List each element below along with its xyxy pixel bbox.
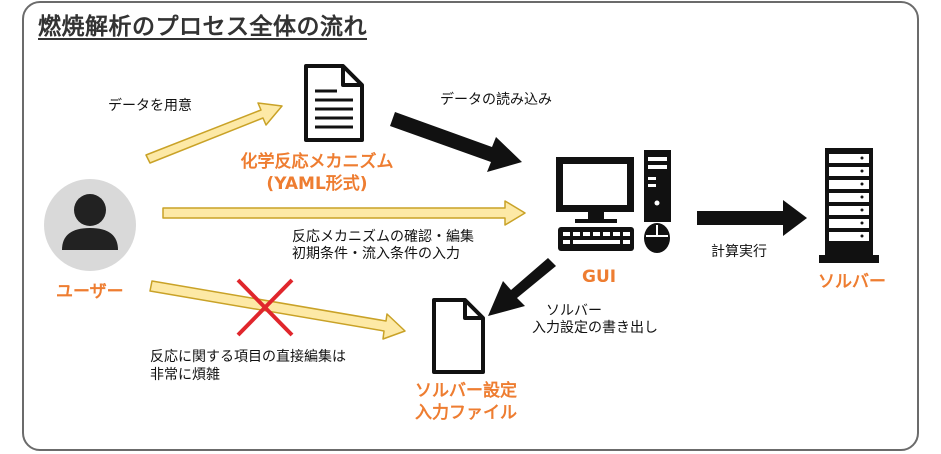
cross-icon: [236, 278, 294, 337]
arrow-prepare-data: [145, 102, 283, 164]
arrow-direct-edit: [149, 280, 406, 340]
label-edit-line1: 反応メカニズムの確認・編集: [292, 229, 474, 245]
label-solver-file-line1: ソルバー設定: [415, 381, 517, 401]
label-load-data: データの読み込み: [440, 92, 552, 108]
diagram-title: 燃焼解析のプロセス全体の流れ: [38, 14, 367, 40]
label-direct-edit-line2: 非常に煩雑: [150, 367, 220, 383]
arrow-load-data: [390, 112, 522, 172]
label-mechanism-file: 化学反応メカニズム (YAML形式): [228, 151, 406, 195]
server-icon: [819, 148, 879, 263]
arrow-export-settings: [488, 258, 556, 316]
label-direct-edit-line1: 反応に関する項目の直接編集は: [150, 349, 346, 365]
arrow-edit-mechanism: [162, 200, 526, 226]
label-gui: GUI: [582, 267, 617, 287]
label-edit-line2: 初期条件・流入条件の入力: [292, 246, 460, 262]
label-user: ユーザー: [56, 282, 124, 302]
arrow-compute: [697, 200, 807, 236]
label-mechanism-file-line1: 化学反応メカニズム: [240, 152, 394, 172]
label-compute: 計算実行: [711, 244, 767, 260]
blank-document-icon: [432, 298, 485, 374]
label-solver-file-line2: 入力ファイル: [415, 403, 517, 423]
label-mechanism-file-line2: (YAML形式): [266, 174, 368, 194]
label-solver-file: ソルバー設定 入力ファイル: [391, 380, 541, 424]
computer-icon: [556, 150, 671, 253]
label-solver: ソルバー: [818, 272, 886, 292]
label-export-line1: ソルバー: [546, 303, 602, 319]
user-icon: [44, 179, 136, 271]
label-export-line2: 入力設定の書き出し: [532, 320, 658, 336]
document-icon: [304, 64, 364, 142]
diagram-frame: [22, 1, 919, 451]
label-prepare-data: データを用意: [108, 98, 192, 114]
